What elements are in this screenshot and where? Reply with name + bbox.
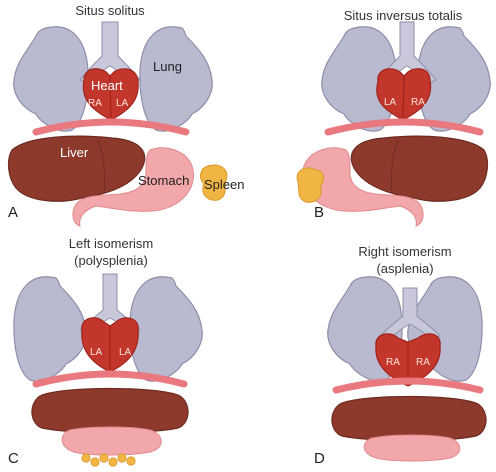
panel-a-title: Situs solitus xyxy=(60,4,160,19)
atrium-label-b-right: RA xyxy=(411,97,425,109)
lung-label: Lung xyxy=(153,60,182,75)
panel-d-letter: D xyxy=(314,450,325,467)
spleenule xyxy=(109,458,117,466)
panel-a-letter: A xyxy=(8,204,18,221)
atrium-label-b-left: LA xyxy=(384,97,396,109)
spleen-label: Spleen xyxy=(204,178,244,193)
panel-d-title-line2: (asplenia) xyxy=(334,262,476,277)
heart-label: Heart xyxy=(91,79,123,94)
panel-b xyxy=(297,22,490,226)
spleenule xyxy=(82,454,90,462)
liver-b xyxy=(351,136,487,201)
liver-c xyxy=(32,389,188,433)
diaphragm-b xyxy=(328,122,480,132)
atrium-label-c-right: LA xyxy=(119,347,131,359)
panel-c xyxy=(14,274,202,466)
polysplenia-spleens xyxy=(82,454,135,466)
right-lung xyxy=(14,27,88,131)
atrium-label-d-right: RA xyxy=(416,357,430,369)
panel-c-title-line2: (polysplenia) xyxy=(44,254,178,269)
left-lung xyxy=(140,27,212,131)
atrium-label-a-left: RA xyxy=(88,98,102,110)
panel-c-title-line1: Left isomerism xyxy=(44,237,178,252)
liver-d xyxy=(332,397,486,441)
panel-c-letter: C xyxy=(8,450,19,467)
stomach-label: Stomach xyxy=(138,174,189,189)
diaphragm-c xyxy=(36,374,184,384)
panel-b-letter: B xyxy=(314,204,324,221)
atrium-label-d-left: RA xyxy=(386,357,400,369)
lung-c-right xyxy=(130,277,202,381)
panel-d-title-line1: Right isomerism xyxy=(334,245,476,260)
spleenule xyxy=(100,454,108,462)
atrium-label-c-left: LA xyxy=(90,347,102,359)
spleen-b xyxy=(297,168,323,202)
panel-d xyxy=(328,277,486,461)
lung-c-left xyxy=(14,277,86,381)
spleenule xyxy=(118,454,126,462)
liver-label: Liver xyxy=(60,146,88,161)
stomach-c xyxy=(62,427,161,455)
spleenule xyxy=(127,457,135,465)
atrium-label-a-right: LA xyxy=(116,98,128,110)
panel-a xyxy=(9,22,227,226)
stomach-d xyxy=(364,435,460,461)
spleenule xyxy=(91,458,99,466)
panel-b-title: Situs inversus totalis xyxy=(318,9,488,24)
